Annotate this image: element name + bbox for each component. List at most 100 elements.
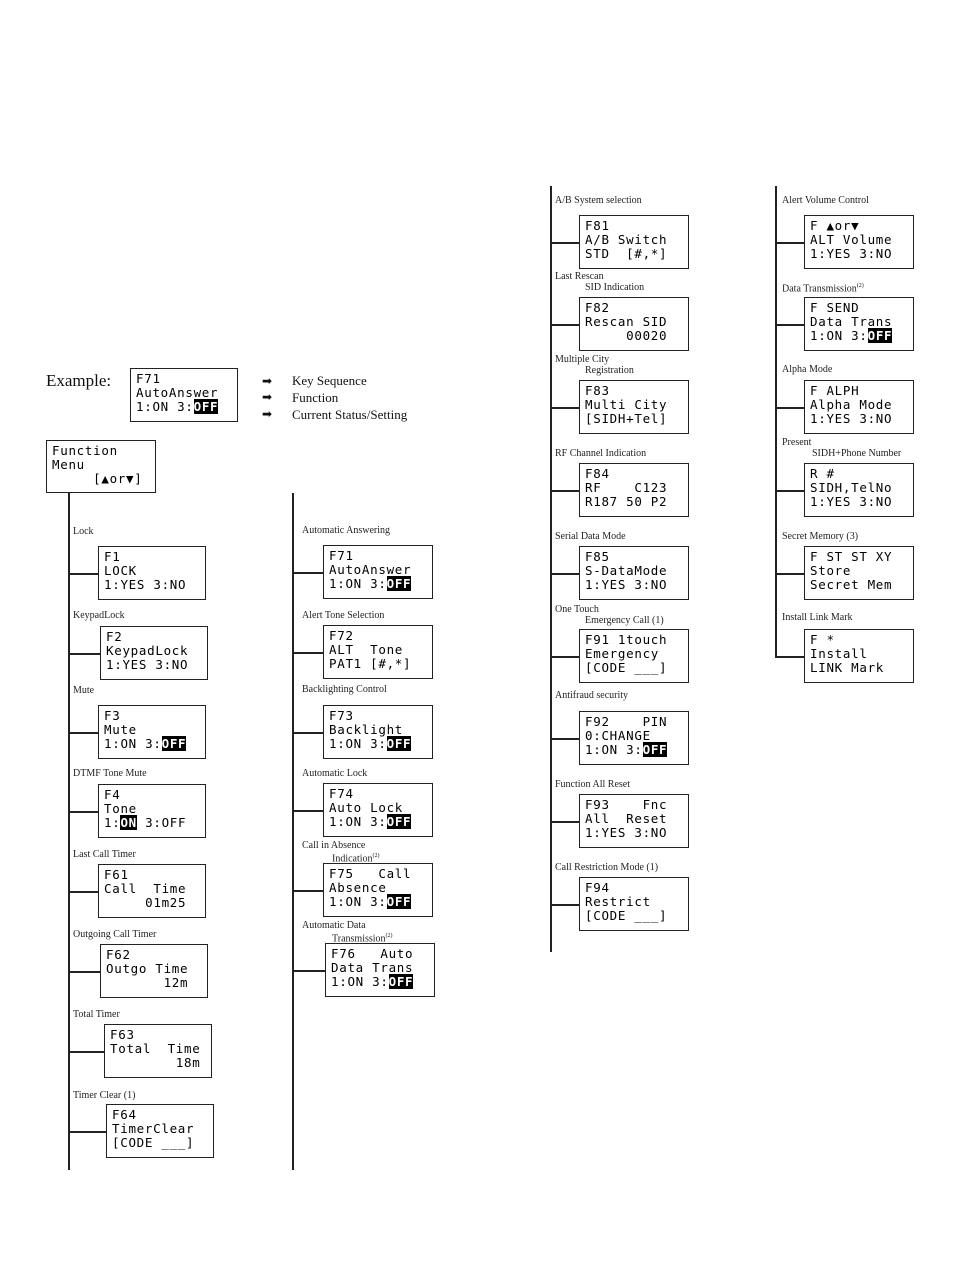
col1-connector-7 [68,1051,104,1053]
display-row-2: KeypadLock [106,642,189,658]
arrow-icon: ➡ [262,374,273,388]
col4-label-5: Secret Memory (3) [782,531,858,542]
display-row-2: S-DataMode [585,562,668,578]
label-text: Last Call Timer [73,849,136,860]
display-row-1: F3 [104,708,121,723]
legend-status: Current Status/Setting [292,407,408,422]
label-text: Alert Tone Selection [302,610,385,621]
display-row-3: 1:YES 3:NO [585,824,668,840]
legend-key-sequence: Key Sequence [292,373,367,388]
example-row-2: AutoAnswer [136,384,219,400]
label-text: Call Restriction Mode (1) [555,862,659,873]
col1-trunk [68,493,70,1170]
label-footnote: (2) [372,853,380,859]
display-row-2: Total Time [110,1040,201,1056]
label-footnote: (2) [856,283,864,289]
display-row-2: Alpha Mode [810,396,893,412]
col1-label-8: Timer Clear (1) [73,1090,135,1101]
display-row-3: 1:YES 3:NO [106,656,189,672]
display-row-3: 1:ON 3:OFF [104,735,187,751]
display-row-2: Auto Lock [329,799,404,815]
col3-label-9: Call Restriction Mode (1) [555,862,658,873]
col4-trunk [775,186,777,656]
display-row-1: F71 [329,548,354,563]
col4-label-1: Alert Volume Control [782,195,869,206]
label-text: Data Transmission [782,283,857,295]
label-text-line2: SID Indication [585,282,645,293]
label-text: RF Channel Indication [555,448,647,459]
display-row-1: F81 [585,218,610,233]
display-row-2: Tone [104,800,137,816]
display-row-1: F91 1touch [585,632,668,647]
display-row-2: Data Trans [331,959,414,975]
display-row-3: LINK Mark [810,659,885,675]
highlighted-status: OFF [161,735,187,751]
col4-connector-5 [775,573,804,575]
col3-connector-1 [550,242,579,244]
label-text: Antifraud security [555,690,629,701]
highlighted-status: ON [120,814,137,830]
display-row-3: 1:ON 3:OFF [104,814,187,830]
display-row-3: 01m25 [104,894,187,910]
display-row-3: R187 50 P2 [585,493,668,509]
display-row-1: F84 [585,466,610,481]
example-label: Example: [46,371,112,390]
col3-connector-2 [550,324,579,326]
col1-connector-8 [68,1131,106,1133]
col2-connector-1 [292,572,323,574]
display-row-3: 1:ON 3:OFF [810,327,893,343]
col3-trunk [550,186,552,952]
label-text: Total Timer [73,1009,120,1020]
label-text: Alert Volume Control [782,195,869,206]
col3-label-5: Serial Data Mode [555,531,626,542]
col1-label-2: KeypadLock [73,610,125,621]
display-row-1: F92 PIN [585,714,668,729]
label-text: Last Rescan [555,271,604,282]
label-text: Automatic Data [302,920,366,931]
col2-connector-3 [292,732,323,734]
label-text: Outgoing Call Timer [73,929,157,940]
label-text: Automatic Answering [302,525,391,536]
display-row-2: A/B Switch [585,231,668,247]
display-row-3: 1:YES 3:NO [585,576,668,592]
col3-connector-5 [550,573,579,575]
menu-row-2: Menu [52,456,85,472]
label-text-line2: Transmission(2) [332,933,393,945]
display-row-2: Backlight [329,721,404,737]
display-row-1: F * [810,632,835,647]
display-row-1: F SEND [810,300,860,315]
col2-label-3: Backlighting Control [302,684,387,695]
display-row-2: Outgo Time [106,960,189,976]
display-row-3: PAT1 [#,*] [329,655,412,671]
display-row-2: Mute [104,721,137,737]
display-row-3: 18m [110,1054,201,1070]
display-row-1: F85 [585,549,610,564]
highlighted-status: OFF [388,973,414,989]
display-row-1: F ST ST XY [810,549,893,564]
display-row-3: 1:YES 3:NO [810,493,893,509]
label-text-line2: Indication(2) [332,853,380,865]
highlighted-status: OFF [386,735,412,751]
label-text: Serial Data Mode [555,531,626,542]
col1-label-3: Mute [73,685,94,696]
col1-connector-4 [68,811,98,813]
col1-connector-2 [68,653,100,655]
col4-connector-3 [775,407,804,409]
col2-connector-4 [292,810,323,812]
col2-connector-5 [292,890,323,892]
arrow-icon: ➡ [262,390,273,404]
display-row-3: 1:ON 3:OFF [331,973,414,989]
col1-label-4: DTMF Tone Mute [73,768,147,779]
display-row-1: F63 [110,1027,135,1042]
display-row-3: 1:YES 3:NO [104,576,187,592]
